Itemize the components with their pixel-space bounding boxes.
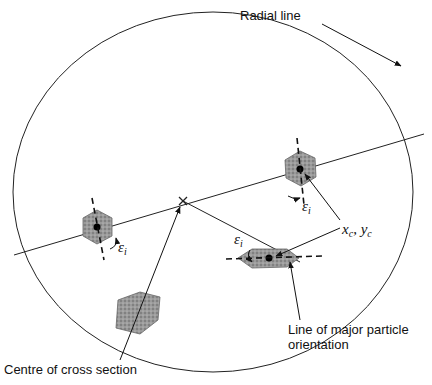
centroid-label: xc, yc: [342, 222, 372, 237]
leader-line: [120, 24, 401, 360]
centroid-dots: [94, 166, 304, 262]
radial-line: [14, 134, 424, 255]
angle-arc: [110, 196, 300, 262]
orientation-line: [92, 138, 322, 260]
angle-label: εi: [302, 199, 311, 214]
centre-label: Centre of cross section: [4, 362, 137, 377]
radial-line-label: Radial line: [240, 8, 301, 23]
orientation-label: Line of major particle orientation: [288, 322, 428, 352]
angle-label: εi: [234, 232, 243, 247]
centre-mark: [179, 197, 187, 205]
particles: [83, 151, 316, 334]
cross-section: [13, 12, 413, 372]
angle-label: εi: [118, 240, 127, 255]
